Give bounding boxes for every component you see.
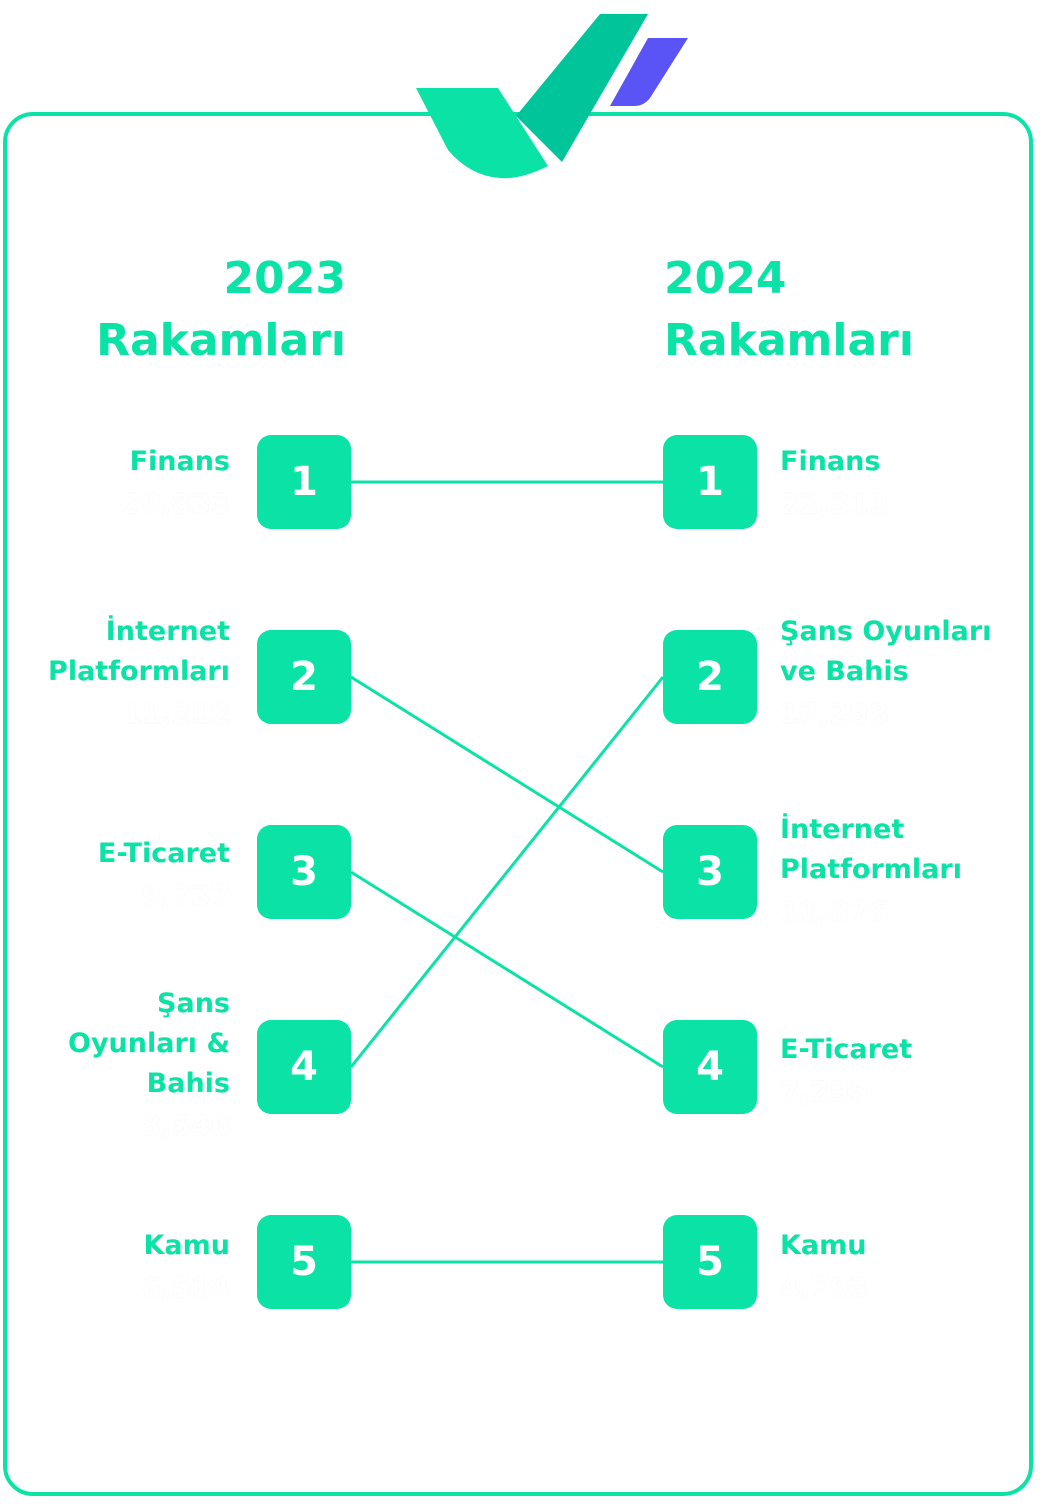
sector-name: Finans [780,446,881,477]
logo-teal-stroke [516,14,648,162]
sector-2024-2: Şans Oyunları ve Bahis 17,298 [780,612,1000,734]
sector-value: 4,703 [780,1271,869,1304]
sector-2024-4: E-Ticaret 7,295 [780,1030,1000,1112]
sector-name: Şans Oyunları [780,616,992,647]
sector-2023-1: Finans 20,833 [10,442,230,524]
sector-value: 6,514 [141,1271,230,1304]
connector-3-to-4 [350,870,664,1069]
sector-value: 17,298 [780,697,889,730]
connector-2-to-3 [350,675,664,874]
year-caption: Rakamları [664,315,914,366]
sector-2023-4: Şans Oyunları & Bahis 8,546 [10,984,230,1146]
sector-value: 11,876 [780,895,889,928]
sector-2024-1: Finans 22,311 [780,442,1000,524]
sector-2024-3: İnternet Platformları 11,876 [780,810,1000,932]
sector-name: Platformları [780,854,962,885]
sector-name: Platformları [48,656,230,687]
rank-box-2023-3: 3 [257,825,351,919]
sector-name: Kamu [143,1230,231,1261]
year-label: 2024 [664,253,787,304]
sector-value: 20,833 [121,487,230,520]
sector-name: Şans [157,988,230,1019]
connector-4-to-2 [349,676,665,1068]
sector-value: 22,311 [780,487,889,520]
rank-box-2024-2: 2 [663,630,757,724]
sector-name: İnternet [780,814,905,845]
rank-box-2023-5: 5 [257,1215,351,1309]
sector-value: 9,737 [141,879,230,912]
sector-2023-2: İnternet Platformları 11,212 [10,612,230,734]
title-2023: 2023 Rakamları [96,248,346,372]
rank-box-2023-1: 1 [257,435,351,529]
sector-value: 7,295 [780,1075,869,1108]
sector-name: Oyunları & [68,1028,230,1059]
sector-name: ve Bahis [780,656,909,687]
rank-box-2023-2: 2 [257,630,351,724]
sector-2023-5: Kamu 6,514 [10,1226,230,1308]
logo-purple-stroke [610,38,688,106]
rank-box-2024-3: 3 [663,825,757,919]
brand-logo [416,14,688,179]
title-2024: 2024 Rakamları [664,248,914,372]
sector-name: Kamu [780,1230,867,1261]
rank-box-2024-1: 1 [663,435,757,529]
sector-value: 11,212 [121,697,230,730]
logo-green-stroke [416,88,548,179]
rank-box-2023-4: 4 [257,1020,351,1114]
sector-name: Bahis [146,1068,230,1099]
sector-name: Finans [129,446,230,477]
rank-box-2024-4: 4 [663,1020,757,1114]
year-label: 2023 [223,253,346,304]
sector-name: E-Ticaret [780,1034,913,1065]
sector-2023-3: E-Ticaret 9,737 [10,834,230,916]
sector-value: 8,546 [141,1109,230,1142]
year-caption: Rakamları [96,315,346,366]
sector-2024-5: Kamu 4,703 [780,1226,1000,1308]
rank-box-2024-5: 5 [663,1215,757,1309]
sector-name: İnternet [105,616,230,647]
sector-name: E-Ticaret [97,838,230,869]
